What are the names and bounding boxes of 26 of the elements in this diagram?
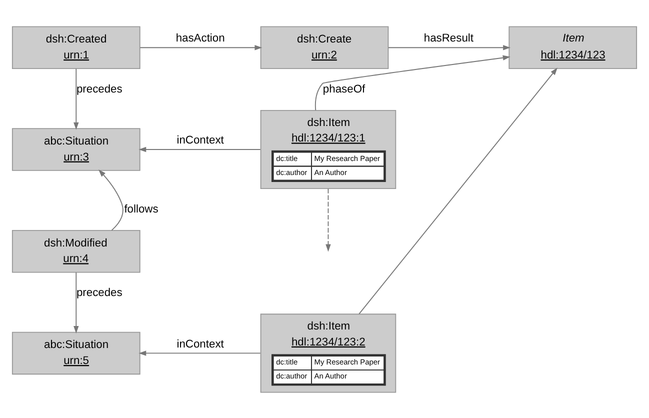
edge-label: phaseOf — [322, 82, 366, 95]
arrow — [74, 68, 79, 130]
arrow — [314, 54, 510, 110]
edge-label: hasResult — [424, 32, 474, 44]
node-box: dsh:Item hdl:1234/123:1 dc:title My Research Paper dc:author An Author — [260, 109, 396, 189]
node-box: abc:Situation urn:5 — [12, 331, 140, 374]
edge-label: inContext — [176, 134, 224, 146]
arrow — [98, 169, 124, 230]
node-box: dsh:Create urn:2 — [260, 26, 389, 69]
node-box: dsh:Created urn:1 — [12, 26, 140, 69]
arrow — [140, 44, 262, 50]
edge-label: follows — [124, 202, 158, 215]
edge-label: precedes — [76, 82, 122, 95]
node-box: Item hdl:1234/123 — [508, 26, 638, 69]
edge-label: precedes — [76, 286, 122, 299]
node-box: dsh:Modified urn:4 — [12, 229, 140, 272]
edge-label: inContext — [176, 338, 224, 350]
arrow — [138, 350, 261, 356]
arrow — [358, 67, 558, 314]
arrow — [326, 188, 331, 252]
node-box: abc:Situation urn:3 — [12, 128, 140, 170]
arrow — [138, 146, 261, 152]
node-box: dsh:Item hdl:1234/123:2 dc:title My Research Paper dc:author An Author — [260, 313, 396, 392]
arrow — [388, 44, 511, 50]
edge-label: hasAction — [176, 32, 225, 44]
arrow — [74, 272, 79, 333]
